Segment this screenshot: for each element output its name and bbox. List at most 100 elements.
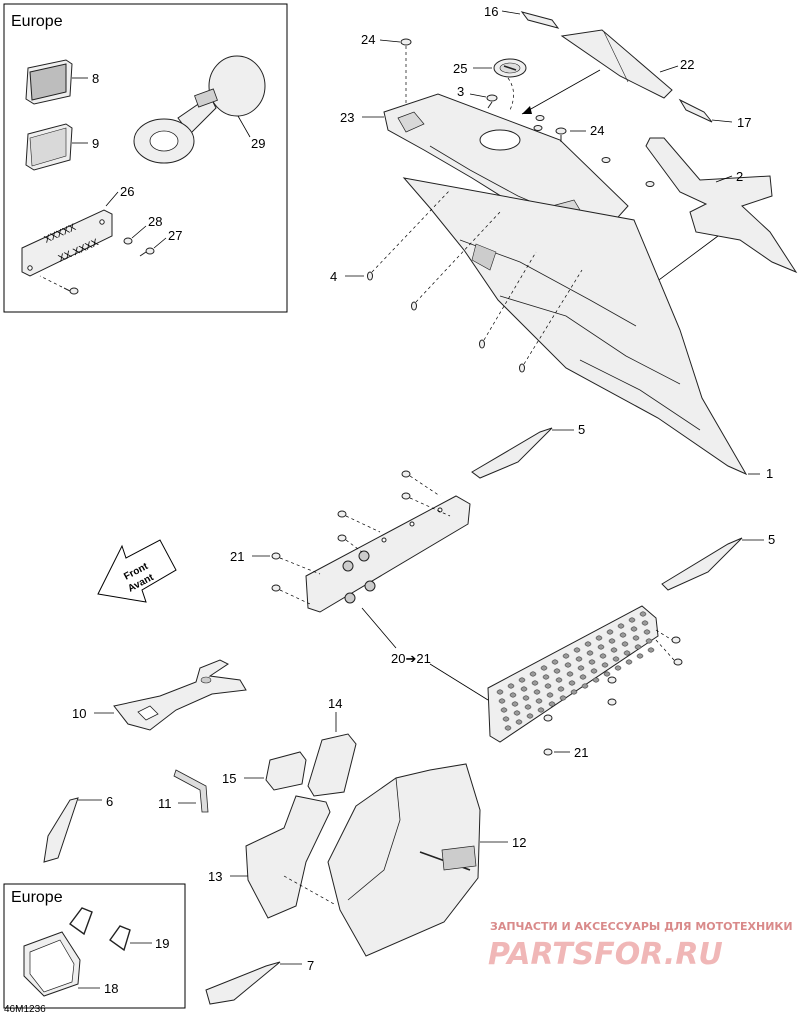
- diagram-code: 46M1236: [4, 1004, 46, 1015]
- decal-5-upper-part: [471, 427, 553, 479]
- fasteners-21-part: [271, 470, 451, 605]
- callout-20-21: 20➔21: [391, 651, 431, 666]
- storage-bin-12-part: [327, 763, 481, 957]
- footrest-stud: [628, 617, 636, 623]
- europe-inset-bottom: [3, 883, 186, 1009]
- footrest-stud: [625, 659, 633, 665]
- footrest-stud: [520, 686, 528, 692]
- callout-24-right: 24: [590, 123, 604, 138]
- screw-plate-part: [39, 275, 79, 295]
- allen-key-11-part: [173, 769, 209, 813]
- europe-inset-bottom-title: Europe: [11, 889, 63, 906]
- callout-29: 29: [251, 136, 265, 151]
- decal-17-part: [678, 98, 713, 123]
- footrest-stud: [641, 620, 649, 626]
- reflector-9-part: [25, 123, 73, 171]
- callout-26: 26: [120, 184, 134, 199]
- footrest-stud: [537, 707, 545, 713]
- footrest-stud: [524, 704, 532, 710]
- europe-inset-top: [3, 3, 288, 313]
- europe-inset-top-title: Europe: [11, 13, 63, 30]
- callout-23: 23: [340, 110, 354, 125]
- license-plate-26-part: XXXXX XX XXXX: [21, 209, 113, 277]
- decal-22-part: [560, 29, 673, 99]
- callout-22: 22: [680, 57, 694, 72]
- footrest-stud: [533, 689, 541, 695]
- footrest-stud: [643, 629, 651, 635]
- callout-27: 27: [168, 228, 182, 243]
- footrest-stud: [496, 689, 504, 695]
- callout-15: 15: [222, 771, 236, 786]
- footrest-stud: [586, 650, 594, 656]
- reflector-8-part: [25, 59, 73, 105]
- footrest-stud: [645, 638, 653, 644]
- footrest-stud: [548, 701, 556, 707]
- rivets-4-part: [367, 189, 583, 373]
- footrest-stud: [623, 650, 631, 656]
- footrest-stud: [634, 644, 642, 650]
- footrest-stud: [608, 638, 616, 644]
- callout-21-left: 21: [230, 549, 244, 564]
- footrest-stud: [592, 677, 600, 683]
- callout-28: 28: [148, 214, 162, 229]
- callout-18: 18: [104, 981, 118, 996]
- screw-24-right-part: [555, 127, 567, 142]
- footrest-stud: [518, 677, 526, 683]
- footrest-stud: [588, 659, 596, 665]
- footrest-studs: [496, 611, 655, 731]
- footrest-stud: [577, 665, 585, 671]
- footrest-stud: [636, 653, 644, 659]
- footrest-stud: [509, 692, 517, 698]
- small-screws-part: [533, 115, 655, 187]
- decal-5-lower-part: [661, 537, 743, 591]
- footrest-stud: [601, 662, 609, 668]
- footrest-stud: [570, 689, 578, 695]
- footrest-stud: [581, 683, 589, 689]
- footrest-stud: [535, 698, 543, 704]
- footrest-stud: [511, 701, 519, 707]
- footrest-stud: [621, 641, 629, 647]
- decal-16-part: [520, 11, 560, 29]
- callout-8: 8: [92, 71, 99, 86]
- light-housing-18-part: [23, 931, 81, 997]
- footrest-stud: [564, 662, 572, 668]
- callout-16: 16: [484, 4, 498, 19]
- footrest-stud: [529, 671, 537, 677]
- callout-7: 7: [307, 958, 314, 973]
- callout-4: 4: [330, 269, 337, 284]
- footrest-stud: [595, 635, 603, 641]
- footrest-stud: [639, 611, 647, 617]
- callout-10: 10: [72, 706, 86, 721]
- pad-14-part: [307, 733, 357, 797]
- footrest-stud: [526, 713, 534, 719]
- tool-wrench-10-part: [113, 659, 247, 731]
- footrest-stud: [555, 677, 563, 683]
- footrest-stud: [606, 629, 614, 635]
- footrest-stud: [575, 656, 583, 662]
- footrest-stud: [515, 719, 523, 725]
- decal-2-part: [645, 137, 798, 274]
- watermark-logo: PARTSFOR.RU: [488, 937, 723, 972]
- screw-27-part: [139, 247, 155, 257]
- screw-24-top-part: [400, 38, 412, 108]
- footrest-stud: [619, 632, 627, 638]
- footrest-stud: [502, 716, 510, 722]
- footrest-stud: [546, 692, 554, 698]
- washer-28-part: [123, 237, 133, 245]
- callout-21-right: 21: [574, 745, 588, 760]
- footrest-stud: [540, 665, 548, 671]
- footrest-stud: [590, 668, 598, 674]
- callout-17: 17: [737, 115, 751, 130]
- footrest-stud: [542, 674, 550, 680]
- callout-24-top: 24: [361, 32, 375, 47]
- callout-12: 12: [512, 835, 526, 850]
- footrest-stud: [544, 683, 552, 689]
- footrest-stud: [562, 653, 570, 659]
- screw-3-part: [486, 94, 498, 109]
- watermark-tagline: ЗАПЧАСТИ И АКСЕССУАРЫ ДЛЯ МОТОТЕХНИКИ: [490, 920, 793, 933]
- fuel-cap-25-part: [493, 58, 527, 111]
- footrest-stud: [597, 644, 605, 650]
- callout-3: 3: [457, 84, 464, 99]
- callout-6: 6: [106, 794, 113, 809]
- decal-7-part: [205, 961, 281, 1005]
